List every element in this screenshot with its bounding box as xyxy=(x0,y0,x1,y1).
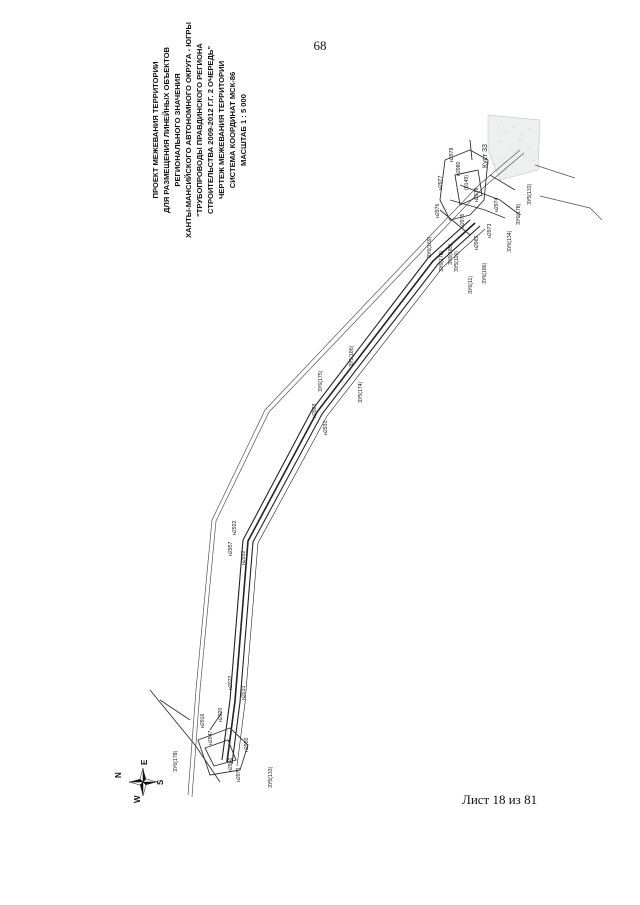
zu-label: ЗУ6(186) xyxy=(482,262,488,284)
zu-label: ЗУ5(186) xyxy=(349,345,355,367)
pad-cluster-top xyxy=(439,139,521,236)
title-line: МАСШТАБ 1 : 5 000 xyxy=(239,94,248,166)
zu-label: ЗУ5(174) xyxy=(358,381,364,403)
zu-label: ЗУ6(169) xyxy=(427,236,433,258)
point-label: н2020 xyxy=(218,707,224,722)
point-label: н2923 xyxy=(312,403,318,418)
zu-label: ЗУ6(178) xyxy=(173,750,179,772)
point-label: н2022 xyxy=(228,675,234,690)
point-label: н2977 xyxy=(438,175,444,190)
pipeline-corridor xyxy=(221,219,486,767)
zu-label: ЗУ5(110) xyxy=(454,251,460,272)
point-label: н2965 xyxy=(474,235,480,250)
point-label: н2957 xyxy=(228,541,234,556)
zu-label: ЗУ6(175) xyxy=(318,370,324,392)
title-line: СИСТЕМА КООРДИНАТ МСК-86 xyxy=(228,71,237,189)
point-label: н2978 xyxy=(449,147,455,162)
page-number: 68 xyxy=(313,38,327,53)
title-line: "ТРУБОПРОВОДЫ ПРАВДИНСКОГО РЕГИОНА xyxy=(195,43,204,217)
zu-label: ЗУ5(133) xyxy=(268,766,274,788)
compass-s: S xyxy=(156,779,165,785)
compass-e: E xyxy=(140,759,149,765)
compass-w: W xyxy=(133,795,142,803)
pad-cluster-bottom xyxy=(149,689,249,783)
title-line: РЕГИОНАЛЬНОГО ЗНАЧЕНИЯ xyxy=(173,73,182,187)
point-label: н2975 xyxy=(460,213,466,228)
zu-labels-top: ЗУ5(133) ЗУ6(178) ЗУ6(134) ЗУ6(186) ЗУ6(… xyxy=(427,183,533,294)
sheet-number: Лист 18 из 81 xyxy=(462,792,538,807)
title-line: ЧЕРТЕЖ МЕЖЕВАНИЯ ТЕРРИТОРИИ xyxy=(217,60,226,200)
point-label: н2973 xyxy=(236,767,242,782)
zu-label: ЗУ6(185) xyxy=(448,243,454,265)
point-label: н2916 xyxy=(200,713,206,728)
zu-label: ЗУ5(133) xyxy=(527,183,533,205)
zu-label: ЗУ6(178) xyxy=(516,203,522,225)
point-label: (0149) xyxy=(464,175,470,190)
point-label: н2931 xyxy=(323,420,329,435)
zu-label: ЗУ6(134) xyxy=(507,230,513,252)
point-label: н2973 xyxy=(487,223,493,238)
point-label: н2980 xyxy=(456,161,462,176)
labels-middle: ЗУ6(175) ЗУ5(186) ЗУ5(174) н2923 н2931 н… xyxy=(228,345,364,565)
title-block: ПРОЕКТ МЕЖЕВАНИЯ ТЕРРИТОРИИ ДЛЯ РАЗМЕЩЕН… xyxy=(150,0,249,340)
compass-n: N xyxy=(114,772,123,778)
title-line: ПРОЕКТ МЕЖЕВАНИЯ ТЕРРИТОРИИ xyxy=(151,61,160,199)
outer-boundary xyxy=(187,149,603,798)
compass-rose: N E S W xyxy=(114,759,165,803)
point-label: н2976 xyxy=(435,203,441,218)
zu-label: ЗУ6(178) xyxy=(439,250,445,272)
point-labels-top: н2978 н2980 н2977 н2979 (0149) н2976 н29… xyxy=(435,147,500,250)
point-label: н2033 xyxy=(241,685,247,700)
point-label: н2922 xyxy=(232,520,238,535)
kust-33-label: Куст 33 xyxy=(482,144,489,168)
labels-bottom: н2022 н2033 н2020 н2916 н2947 н2950 н296… xyxy=(173,675,274,788)
zu-label: ЗУ6(11) xyxy=(468,276,474,294)
point-label: н2960 xyxy=(228,757,234,772)
title-line: СТРОИТЕЛЬСТВА 2009-2012 Г.Г. 2 ОЧЕРЕДЬ" xyxy=(206,46,215,214)
point-label: н2950 xyxy=(244,737,250,752)
point-label: н2979 xyxy=(474,187,480,202)
point-label: н2932 xyxy=(241,550,247,565)
title-line: ДЛЯ РАЗМЕЩЕНИЯ ЛИНЕЙНЫХ ОБЪЕКТОВ xyxy=(162,47,171,213)
point-label: н2974 xyxy=(494,197,500,212)
point-label: н2947 xyxy=(208,730,214,745)
kust-33-area xyxy=(487,114,541,181)
title-line: ХАНТЫ-МАНСИЙСКОГО АВТОНОМНОГО ОКРУГА - Ю… xyxy=(184,22,193,238)
